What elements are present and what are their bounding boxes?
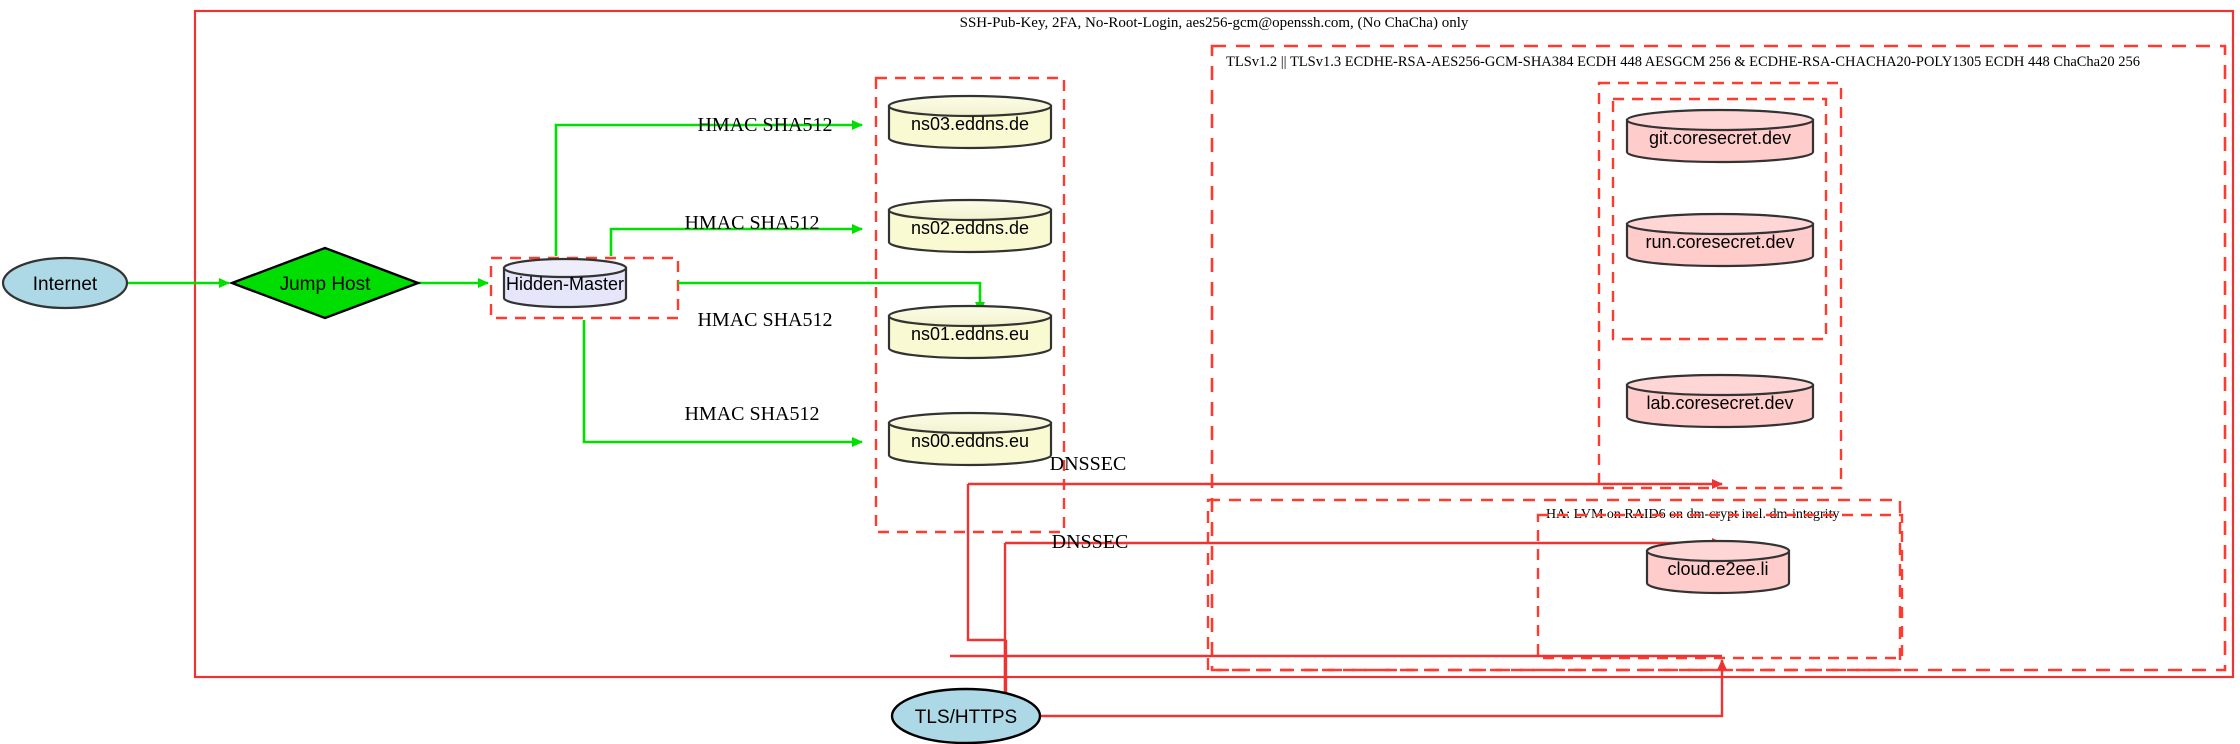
- hmac-edge-labels: HMAC SHA512 HMAC SHA512 HMAC SHA512 HMAC…: [684, 114, 832, 425]
- hmac-label-ns02: HMAC SHA512: [684, 212, 819, 234]
- hmac-label-ns00: HMAC SHA512: [684, 403, 819, 425]
- dnssec-edges: [950, 479, 1727, 718]
- node-run-coresecret[interactable]: run.coresecret.dev: [1625, 212, 1815, 268]
- node-ns00-label: ns00.eddns.eu: [911, 431, 1029, 451]
- node-jump-host-label: Jump Host: [280, 274, 372, 295]
- hmac-label-ns01: HMAC SHA512: [697, 309, 832, 331]
- edge-dnssec-upper: [966, 484, 1007, 706]
- tls-zone-boundary: TLSv1.2 || TLSv1.3 ECDHE-RSA-AES256-GCM-…: [1210, 44, 2227, 672]
- node-ns02[interactable]: ns02.eddns.de: [887, 198, 1053, 254]
- hmac-label-ns03: HMAC SHA512: [697, 114, 832, 136]
- edge-hiddenmaster-to-ns00: [582, 320, 863, 447]
- node-internet[interactable]: Internet: [1, 256, 129, 310]
- node-git-coresecret-label: git.coresecret.dev: [1649, 128, 1791, 148]
- node-ns02-label: ns02.eddns.de: [911, 218, 1029, 238]
- hidden-master-zone-boundary: [489, 256, 680, 320]
- node-jump-host[interactable]: Jump Host: [228, 246, 422, 320]
- node-ns03[interactable]: ns03.eddns.de: [887, 94, 1053, 150]
- node-ns01-label: ns01.eddns.eu: [911, 324, 1029, 344]
- edge-hiddenmaster-to-ns03: [554, 120, 863, 256]
- node-ns00[interactable]: ns00.eddns.eu: [887, 411, 1053, 467]
- ssh-zone-boundary: SSH-Pub-Key, 2FA, No-Root-Login, aes256-…: [193, 9, 2235, 679]
- node-lab-coresecret[interactable]: lab.coresecret.dev: [1625, 373, 1815, 429]
- tls-zone-label: TLSv1.2 || TLSv1.3 ECDHE-RSA-AES256-GCM-…: [1226, 54, 2140, 70]
- node-run-coresecret-label: run.coresecret.dev: [1645, 232, 1794, 252]
- node-tls-https-label: TLS/HTTPS: [915, 707, 1017, 728]
- ssh-zone-label: SSH-Pub-Key, 2FA, No-Root-Login, aes256-…: [960, 15, 1469, 31]
- edge-hiddenmaster-to-ns01: [678, 281, 985, 313]
- dnssec-label-upper: DNSSEC: [1050, 453, 1127, 475]
- gitrun-zone-boundary: [1611, 97, 1828, 341]
- node-ns03-label: ns03.eddns.de: [911, 114, 1029, 134]
- node-hidden-master[interactable]: Hidden-Master: [502, 257, 628, 309]
- node-cloud-e2ee[interactable]: cloud.e2ee.li: [1645, 539, 1791, 595]
- ha-zone-boundary: HA: LVM on RAID6 on dm-crypt incl. dm-in…: [1206, 498, 1902, 672]
- node-ns01[interactable]: ns01.eddns.eu: [887, 304, 1053, 360]
- node-internet-label: Internet: [33, 274, 98, 295]
- node-lab-coresecret-label: lab.coresecret.dev: [1646, 393, 1793, 413]
- edge-hiddenmaster-to-ns02: [609, 224, 863, 256]
- node-hidden-master-label: Hidden-Master: [506, 274, 624, 294]
- node-git-coresecret[interactable]: git.coresecret.dev: [1625, 108, 1815, 164]
- node-cloud-e2ee-label: cloud.e2ee.li: [1667, 559, 1768, 579]
- node-tls-https[interactable]: TLS/HTTPS: [890, 687, 1042, 744]
- secure-edges: [124, 120, 985, 447]
- dnssec-label-lower: DNSSEC: [1052, 531, 1129, 553]
- edge-tlshttps-out: [1041, 659, 1727, 718]
- cloud-zone-boundary: [1536, 513, 1904, 660]
- dnssec-edge-labels: DNSSEC DNSSEC: [1050, 453, 1129, 553]
